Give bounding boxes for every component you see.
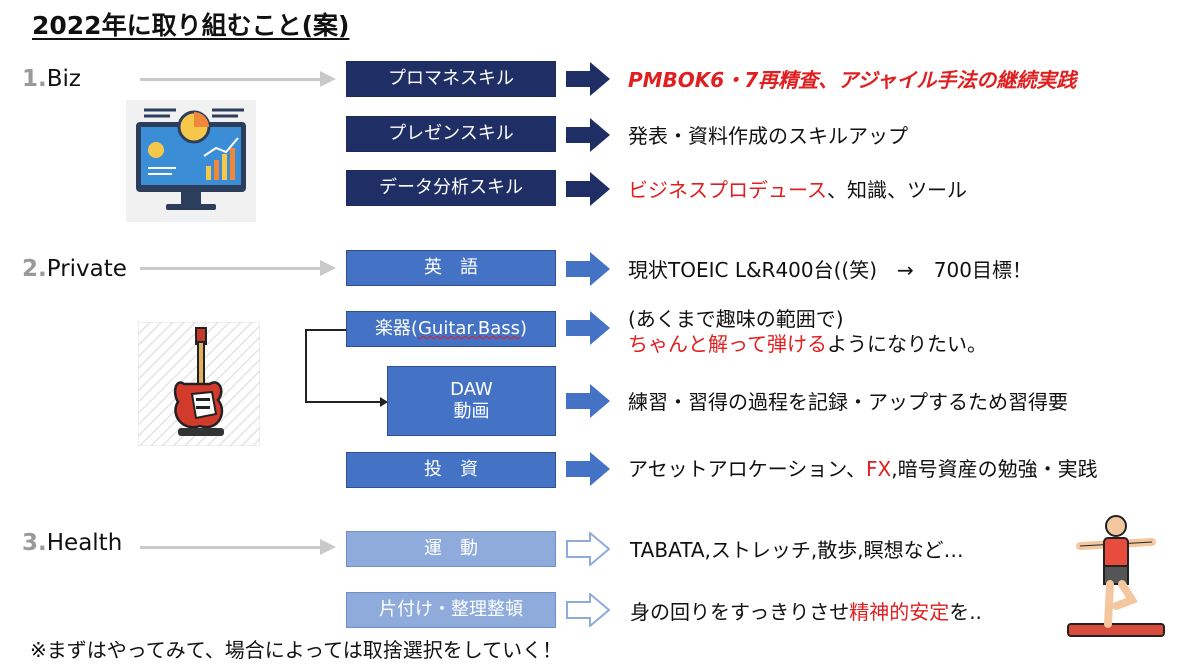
dashboard-monitor-icon [126, 100, 256, 222]
presentation-skill-description: 発表・資料作成のスキルアップ [628, 124, 908, 148]
instrument-description: (あくまで趣味の範囲で) ちゃんと解って弾けるようになりたい。 [628, 307, 987, 357]
instrument-description-line: (あくまで趣味の範囲で) [628, 307, 844, 331]
english-label-box: 英 語 [346, 250, 556, 286]
plain-text: アセットアロケーション、 [628, 457, 866, 481]
tidy-up-description: 身の回りをすっきりさせ精神的安定を.. [630, 600, 982, 625]
plain-text: 身の回りをすっきりさせ [630, 600, 850, 624]
section-biz: 1.Biz [22, 66, 81, 92]
instrument-label-text: 楽器( [374, 317, 418, 339]
plain-text: ようになりたい。 [827, 332, 987, 356]
electric-guitar-icon [138, 322, 260, 446]
footer-note: ※まずはやってみて、場合によっては取捨選択をしていく！ [30, 638, 563, 662]
section-number: 2. [22, 256, 47, 282]
page-title: 2022年に取り組むこと(案) [32, 11, 350, 40]
section-arrow-line [140, 267, 320, 270]
tidy-up-label-box: 片付け・整理整頓 [346, 592, 556, 628]
instrument-label-text: Guitar.Bass [417, 317, 521, 339]
investment-description: アセットアロケーション、FX,暗号資産の勉強・実践 [628, 457, 1098, 482]
section-label: Biz [46, 66, 81, 92]
presentation-skill-label-box: プレゼンスキル [346, 116, 556, 152]
section-label: Health [46, 530, 123, 556]
section-number: 3. [22, 530, 47, 556]
section-private: 2.Private [22, 256, 127, 282]
pm-skill-description: PMBOK6・7再精査、アジャイル手法の継続実践 [628, 68, 1077, 92]
instrument-description-line: ちゃんと解って弾けるようになりたい。 [628, 332, 987, 357]
data-analysis-skill-label-box: データ分析スキル [346, 170, 556, 206]
instrument-label-text: ) [520, 317, 528, 339]
plain-text: を.. [949, 600, 982, 624]
right-arrow-icon [566, 593, 610, 627]
right-arrow-icon [320, 260, 336, 276]
right-arrow-icon [566, 532, 610, 566]
right-arrow-icon [320, 539, 336, 555]
exercise-label-box: 運 動 [346, 531, 556, 567]
daw-video-label-box: DAW 動画 [387, 366, 556, 436]
daw-description: 練習・習得の過程を記録・アップするため習得要 [628, 390, 1068, 414]
connector-arrowhead-icon [380, 397, 388, 407]
right-arrow-icon [566, 62, 610, 96]
highlight-text: ビジネスプロデュース [628, 178, 827, 202]
yoga-person-icon [1067, 515, 1165, 637]
section-label: Private [46, 256, 127, 282]
english-description: 現状TOEIC L&R400台((笑) → 700目標！ [628, 258, 1032, 282]
plain-text: 、知識、ツール [827, 178, 967, 202]
plain-text: ,暗号資産の勉強・実践 [891, 457, 1098, 481]
connector-line [305, 329, 307, 402]
exercise-description: TABATA,ストレッチ,散歩,瞑想など… [630, 538, 964, 562]
connector-line [305, 329, 346, 331]
section-arrow-line [140, 78, 320, 81]
highlight-text: 精神的安定 [849, 600, 950, 624]
data-analysis-skill-description: ビジネスプロデュース、知識、ツール [628, 178, 967, 203]
highlight-text: ちゃんと解って弾ける [628, 332, 827, 356]
right-arrow-icon [566, 384, 610, 418]
right-arrow-icon [566, 311, 610, 345]
right-arrow-icon [566, 172, 610, 206]
daw-label-line: DAW [450, 378, 493, 400]
right-arrow-icon [566, 118, 610, 152]
pm-skill-label-box: プロマネスキル [346, 61, 556, 97]
right-arrow-icon [566, 252, 610, 286]
daw-label-line: 動画 [453, 401, 490, 422]
investment-label-box: 投 資 [346, 452, 556, 488]
highlight-text: FX [866, 457, 892, 481]
section-health: 3.Health [22, 530, 122, 556]
section-arrow-line [140, 546, 320, 549]
instrument-label-box: 楽器(Guitar.Bass) [346, 311, 556, 347]
right-arrow-icon [566, 452, 610, 486]
connector-line [305, 401, 381, 403]
section-number: 1. [22, 66, 47, 92]
right-arrow-icon [320, 71, 336, 87]
